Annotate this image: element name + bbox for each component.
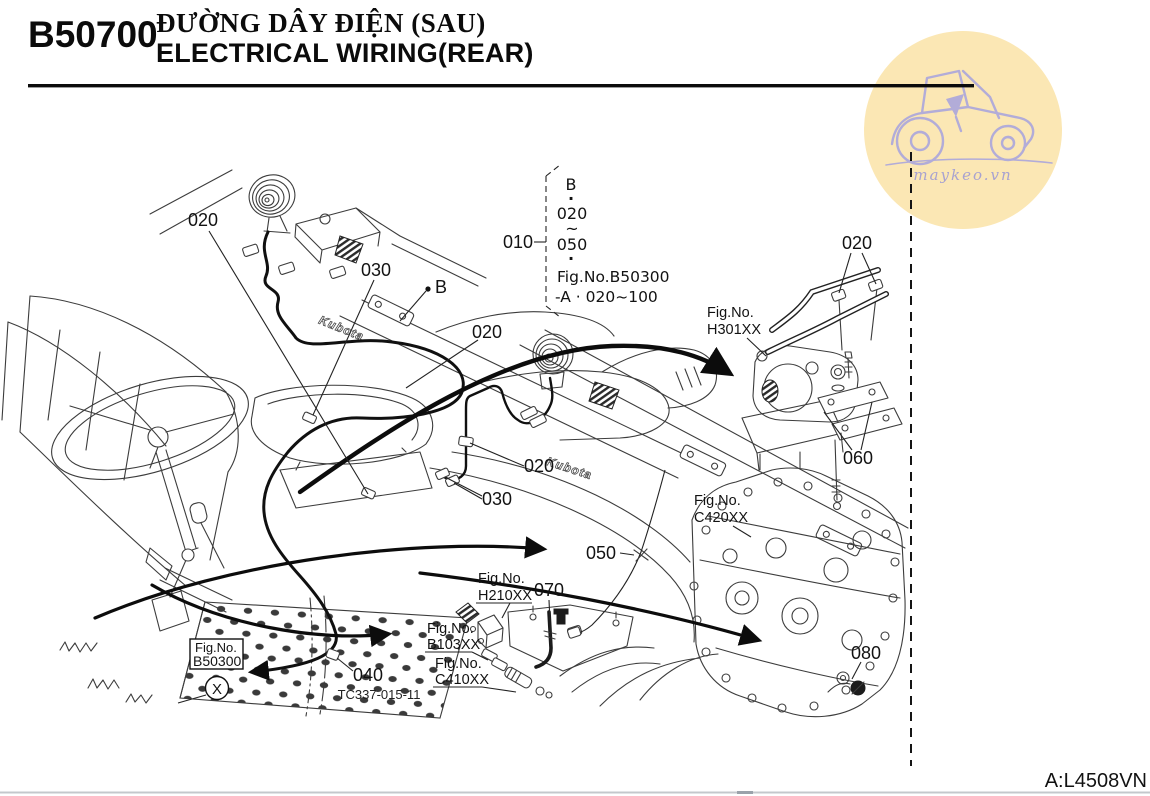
callout-labels: 010 B · 020 ~ 050 · Fig.No.B50300 -A · 0…: [177, 164, 881, 704]
harness-wire-020-right: [442, 376, 554, 482]
header-rule: [28, 84, 974, 88]
part-label-060: 060: [843, 448, 873, 468]
fig-prefix-h210: Fig.No.: [478, 571, 525, 587]
part-label-010: 010: [503, 232, 533, 252]
note-item-b: B: [566, 175, 577, 194]
transmission-case-art: [689, 451, 906, 718]
note-tilde: ~: [565, 219, 578, 238]
document-ref-code: A:L4508VN: [1045, 770, 1147, 792]
part-label-020-a: 020: [188, 210, 218, 230]
fig-ref-h301: Fig.No. H301XX: [707, 305, 767, 357]
note-range: -A · 020~100: [555, 288, 658, 306]
fig-prefix-h301: Fig.No.: [707, 305, 754, 321]
part-label-040: 040: [353, 665, 383, 685]
fig-ref-h210: Fig.No. H210XX: [476, 571, 532, 619]
harness-pipes-art: [765, 267, 889, 355]
fig-prefix-b50300: Fig.No.: [195, 640, 237, 655]
fig-ref-b103: Fig.No. B103XX: [425, 621, 489, 661]
connector-x-circle: [204, 675, 230, 701]
part-label-080: 080: [851, 643, 881, 663]
watermark-site-text: maykeo.vn: [913, 166, 1012, 184]
fig-prefix-b103: Fig.No.: [427, 621, 474, 637]
fig-ref-c410: Fig.No. C410XX: [433, 656, 517, 693]
part-label-030-b: 030: [482, 489, 512, 509]
leader-arrows: [93, 343, 763, 648]
fig-ref-c420: Fig.No. C420XX: [694, 493, 752, 538]
point-marker-b: [425, 286, 431, 292]
hydraulic-assembly-art: [741, 287, 903, 511]
fig-code-c420: C420XX: [694, 510, 748, 526]
harness-clamps: [242, 243, 582, 661]
note-dot-2: ·: [568, 249, 574, 268]
fig-code-b50300: B50300: [193, 653, 241, 669]
watermark-tractor-icon: [885, 69, 1053, 166]
fig-ref-b50300-box: Fig.No. B50300 X: [177, 638, 244, 704]
note-dot-1: ·: [568, 189, 574, 208]
wire-050: [577, 469, 666, 634]
note-item-020: 020: [557, 204, 588, 223]
page-title-vietnamese: ĐƯỜNG DÂY ĐIỆN (SAU): [156, 8, 486, 38]
fig-code-h210: H210XX: [478, 588, 532, 604]
fig-code-c410: C410XX: [435, 672, 489, 688]
drawing-number: TC337-015-11: [338, 687, 421, 702]
ref-note-010: 010 B · 020 ~ 050 · Fig.No.B50300 -A · 0…: [503, 164, 670, 318]
part-label-020-d: 020: [842, 233, 872, 253]
note-fig-ref: Fig.No.B50300: [557, 268, 670, 286]
fig-code-h301: H301XX: [707, 322, 761, 338]
rear-work-light-left: [248, 174, 296, 234]
cable-tie-050: [633, 548, 649, 562]
part-label-070: 070: [534, 580, 564, 600]
part-label-020-b: 020: [472, 322, 502, 342]
part-label-050: 050: [586, 543, 616, 563]
fig-prefix-c420: Fig.No.: [694, 493, 741, 509]
page-title-english: ELECTRICAL WIRING(REAR): [156, 38, 534, 68]
frame-mount-plates: [367, 294, 863, 557]
note-item-050: 050: [557, 235, 588, 254]
section-code: B50700: [28, 14, 158, 55]
part-label-020-c: 020: [524, 456, 554, 476]
fig-code-b103: B103XX: [427, 637, 481, 653]
marker-label-b: B: [435, 277, 447, 297]
fig-prefix-c410: Fig.No.: [435, 656, 482, 672]
part-label-030-a: 030: [361, 260, 391, 280]
connector-x-label: X: [212, 681, 222, 698]
bolt-080-art: [827, 671, 866, 696]
brand-logo-left: Kubota: [317, 313, 366, 344]
watermark-logo: maykeo.vn: [864, 31, 1062, 229]
battery-cable-070: [534, 610, 553, 669]
